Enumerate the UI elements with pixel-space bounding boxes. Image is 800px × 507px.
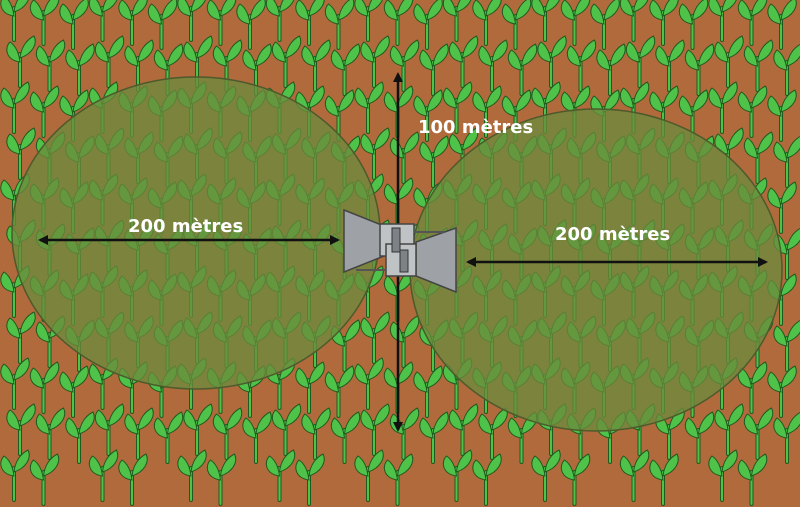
twin-horn-speaker-icon xyxy=(343,208,457,294)
right-coverage-zone xyxy=(409,108,783,432)
vertical-distance-label: 100 mètres xyxy=(418,117,533,138)
right-distance-label: 200 mètres xyxy=(555,224,670,245)
left-distance-label: 200 mètres xyxy=(128,216,243,237)
